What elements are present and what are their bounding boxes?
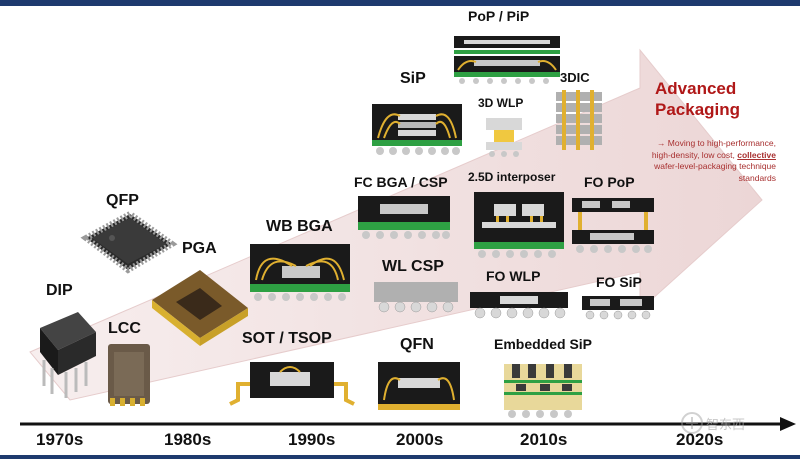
3d-wlp-package-icon [486, 118, 522, 157]
3d-wlp-label: 3D WLP [478, 96, 524, 110]
pop-pip-label: PoP / PiP [468, 8, 530, 24]
decade-label-2000s: 2000s [396, 430, 444, 449]
watermark-text: 智东西 [706, 417, 746, 432]
fc-bga-csp-package-icon [358, 196, 450, 239]
advanced-packaging-title: Advanced Packaging [655, 79, 741, 119]
advanced-body-suffix: wafer-level-packaging technique standard… [654, 161, 776, 183]
3dic-package-icon [556, 90, 602, 150]
3dic-label: 3DIC [560, 70, 590, 85]
qfn-label: QFN [400, 336, 434, 353]
timeline-arrowhead [780, 417, 796, 431]
fo-pop-package-icon [572, 198, 654, 253]
decade-label-2020s: 2020s [676, 430, 724, 449]
pga-package-icon [152, 270, 248, 346]
fo-pop-label: FO PoP [584, 174, 635, 190]
wl-csp-label: WL CSP [382, 258, 444, 275]
decade-label-2010s: 2010s [520, 430, 568, 449]
qfn-package-icon [378, 362, 460, 410]
sot-tsop-label: SOT / TSOP [242, 330, 332, 347]
lcc-label: LCC [108, 320, 141, 337]
wb-bga-package-icon [250, 244, 350, 301]
bottom-border [0, 455, 800, 459]
decade-label-1990s: 1990s [288, 430, 336, 449]
top-border [0, 0, 800, 6]
lcc-package-icon [108, 344, 150, 406]
fo-sip-package-icon [582, 296, 654, 320]
watermark-logo [681, 412, 703, 434]
fo-sip-label: FO SiP [596, 274, 642, 290]
sip-label: SiP [400, 70, 426, 87]
advanced-packaging-description: → Moving to high-performance, high-densi… [640, 138, 776, 184]
fo-wlp-package-icon [470, 292, 568, 319]
pga-label: PGA [182, 240, 217, 257]
qfp-label: QFP [106, 192, 139, 209]
interposer-25d-package-icon [474, 192, 564, 258]
embedded-sip-label: Embedded SiP [494, 336, 593, 352]
sip-package-icon [372, 104, 462, 155]
dip-label: DIP [46, 282, 73, 299]
dip-package-icon [40, 312, 96, 398]
pop-pip-package-icon [454, 36, 560, 84]
decade-label-1980s: 1980s [164, 430, 212, 449]
fo-wlp-label: FO WLP [486, 268, 541, 284]
advanced-body-emphasis: collective [737, 149, 776, 160]
wl-csp-package-icon [374, 282, 458, 313]
interposer-25d-label: 2.5D interposer [468, 170, 556, 184]
advanced-body-prefix: → Moving to high-performance, high-densi… [651, 138, 776, 160]
fc-bga-csp-label: FC BGA / CSP [354, 174, 448, 190]
embedded-sip-package-icon [504, 364, 582, 418]
decade-label-1970s: 1970s [36, 430, 84, 449]
qfp-package-icon [80, 210, 178, 274]
wb-bga-label: WB BGA [266, 218, 333, 235]
sot-tsop-package-icon [229, 362, 355, 406]
